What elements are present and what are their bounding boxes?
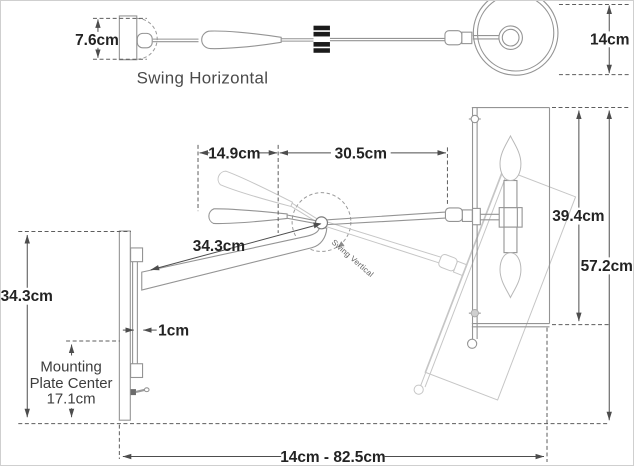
top-view-caption: Swing Horizontal [137, 69, 269, 88]
swing-vertical-label: Swing Vertical [330, 238, 376, 279]
ghost-shade-outline [424, 168, 577, 401]
ghost-swung-position [217, 168, 577, 401]
mounting-center-line1: Mounting [40, 358, 101, 375]
mounting-center-line3: 17.1cm [47, 390, 96, 407]
dim-plate-depth: 1cm [158, 323, 189, 340]
shade-side-view [471, 106, 551, 328]
adjust-handle [201, 30, 282, 50]
dim-front-arm-length: 30.5cm [335, 145, 387, 162]
finial [467, 338, 478, 349]
rear-arm [141, 225, 328, 291]
screw-icon [468, 114, 481, 318]
candle-sleeve-top [503, 179, 518, 209]
wall-knuckle [136, 32, 153, 49]
dim-shade-diameter: 14cm [590, 31, 629, 48]
dim-shade-height: 39.4cm [552, 208, 604, 225]
dim-overall-height: 57.2cm [581, 258, 633, 275]
dim-wall-plate-height: 34.3cm [1, 288, 53, 305]
socket-block [498, 207, 523, 228]
dim-rear-arm-length: 34.3cm [193, 238, 245, 255]
pivot-joint [314, 216, 329, 230]
mounting-center-line2: Plate Center [30, 375, 113, 392]
ghost-stem [420, 169, 509, 388]
swing-vertical-arc-icon [291, 192, 352, 252]
bulb-down-icon [499, 252, 522, 299]
swivel-knob-icon [313, 25, 330, 53]
bulb-up-icon [499, 134, 522, 182]
dim-extension-range: 14cm - 82.5cm [280, 449, 385, 465]
extension-lines [18, 3, 631, 463]
ghost-handle [217, 170, 294, 208]
top-backplate [118, 15, 138, 61]
top-view [118, 1, 559, 76]
shade-bracket [471, 207, 481, 226]
candle-sleeve-bottom [503, 226, 518, 254]
wall-plate [118, 230, 131, 421]
shade-connector [444, 30, 463, 46]
front-arm [327, 211, 446, 226]
mounting-stem [132, 261, 138, 364]
switch-icon [130, 387, 150, 396]
dim-handle-length: 14.9cm [208, 145, 260, 162]
dim-backplate-height: 7.6cm [75, 32, 119, 49]
labels: 7.6cm Swing Horizontal 14cm 14.9cm 30.5c… [1, 31, 633, 465]
ghost-finial [413, 384, 424, 395]
adjust-handle-side [208, 208, 288, 225]
rotation-arrow-icon [337, 241, 345, 248]
stem-cap-bottom [130, 363, 144, 379]
side-view [118, 106, 551, 421]
front-arm-connector [444, 207, 463, 222]
stem-cap-top [130, 247, 144, 263]
dimension-lines [24, 5, 612, 460]
